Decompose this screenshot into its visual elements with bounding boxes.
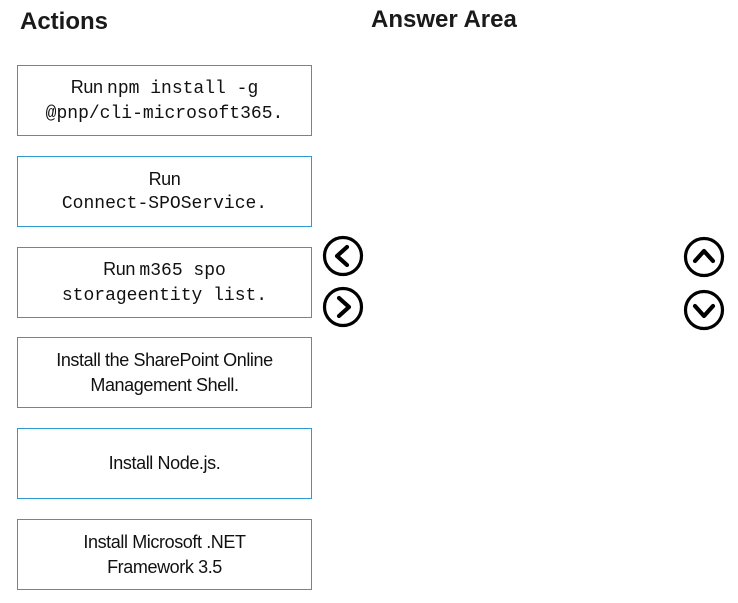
action-item-storageentity-list[interactable]: Run m365 spo storageentity list. xyxy=(17,247,312,318)
chevron-down-circle-icon xyxy=(683,289,725,331)
actions-heading: Actions xyxy=(20,8,109,35)
chevron-up-circle-icon xyxy=(683,236,725,278)
action-item-install-cli-m365[interactable]: Run npm install -g @pnp/cli-microsoft365… xyxy=(17,65,312,136)
action-code-line: Connect-SPOService. xyxy=(61,193,268,214)
action-prefix: Run xyxy=(70,76,103,97)
action-label: Run xyxy=(148,168,181,189)
action-item-install-nodejs[interactable]: Install Node.js. xyxy=(17,428,312,499)
chevron-right-circle-icon xyxy=(322,286,364,328)
move-right-button[interactable] xyxy=(321,285,365,329)
action-item-install-dotnet[interactable]: Install Microsoft .NET Framework 3.5 xyxy=(17,519,312,590)
action-label-line1: Install the SharePoint Online xyxy=(56,349,273,370)
move-left-button[interactable] xyxy=(321,234,365,278)
action-code-line: storageentity list. xyxy=(61,285,268,306)
move-up-button[interactable] xyxy=(682,235,726,279)
action-prefix: Run xyxy=(103,258,135,279)
answer-area-heading: Answer Area xyxy=(371,6,517,33)
action-code: npm install -g xyxy=(107,78,259,99)
action-label-line2: Management Shell. xyxy=(90,374,239,395)
chevron-left-circle-icon xyxy=(322,235,364,277)
action-code-line: @pnp/cli-microsoft365. xyxy=(45,103,284,124)
action-item-install-spo-shell[interactable]: Install the SharePoint Online Management… xyxy=(17,337,312,408)
move-down-button[interactable] xyxy=(682,288,726,332)
action-label-line2: Framework 3.5 xyxy=(107,556,222,577)
action-item-connect-spo[interactable]: Run Connect-SPOService. xyxy=(17,156,312,227)
action-label-line1: Install Microsoft .NET xyxy=(83,531,246,552)
action-label: Install Node.js. xyxy=(108,453,221,473)
action-code: m365 spo xyxy=(139,260,226,281)
